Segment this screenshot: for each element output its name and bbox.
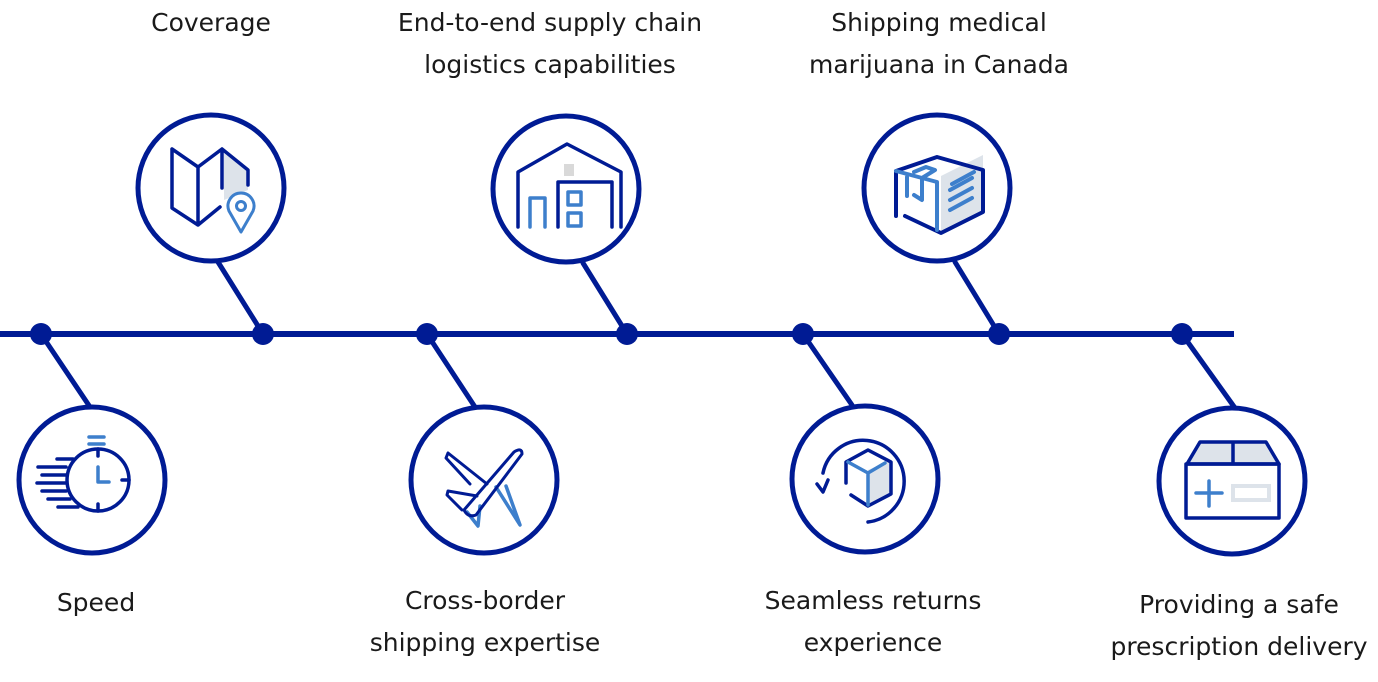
icon-circle-coverage	[135, 112, 287, 264]
label-prescription-1: Providing a safe	[1139, 590, 1339, 619]
stopwatch-icon	[35, 435, 131, 513]
connector-cross-border	[424, 331, 478, 410]
connector-coverage	[215, 259, 266, 337]
returns-box-icon	[815, 438, 906, 524]
package-icon	[894, 155, 985, 235]
airplane-icon	[444, 448, 524, 528]
label-medical-1: Shipping medical	[831, 8, 1047, 37]
map-pin-icon	[170, 147, 256, 234]
icon-circle-returns	[789, 403, 941, 555]
label-supply-chain-2: logistics capabilities	[424, 50, 676, 79]
connector-returns	[800, 331, 855, 408]
timeline-dot	[792, 323, 814, 345]
warehouse-icon	[516, 142, 623, 229]
timeline-dot	[252, 323, 274, 345]
label-prescription-2: prescription delivery	[1110, 632, 1367, 661]
label-medical-2: marijuana in Canada	[809, 50, 1069, 79]
timeline-dot	[616, 323, 638, 345]
icon-circle-prescription	[1156, 405, 1308, 557]
timeline-dot	[416, 323, 438, 345]
connector-medical	[952, 259, 1002, 337]
label-cross-border-2: shipping expertise	[370, 628, 601, 657]
label-coverage: Coverage	[151, 8, 271, 37]
medical-box-icon	[1184, 440, 1281, 520]
timeline-dot	[30, 323, 52, 345]
timeline-dot	[1171, 323, 1193, 345]
connector-supply-chain	[580, 260, 630, 337]
icon-circle-supply-chain	[490, 113, 642, 265]
connectors	[38, 259, 1238, 411]
connector-speed	[38, 331, 93, 410]
connector-prescription	[1179, 331, 1238, 411]
labels: Speed Coverage Cross-border shipping exp…	[57, 8, 1368, 661]
icon-circle-speed	[16, 404, 168, 556]
label-cross-border-1: Cross-border	[405, 586, 566, 615]
timeline-dots	[30, 323, 1193, 345]
label-returns-1: Seamless returns	[765, 586, 982, 615]
label-speed: Speed	[57, 588, 135, 617]
label-supply-chain-1: End-to-end supply chain	[398, 8, 702, 37]
label-returns-2: experience	[804, 628, 943, 657]
timeline-dot	[988, 323, 1010, 345]
